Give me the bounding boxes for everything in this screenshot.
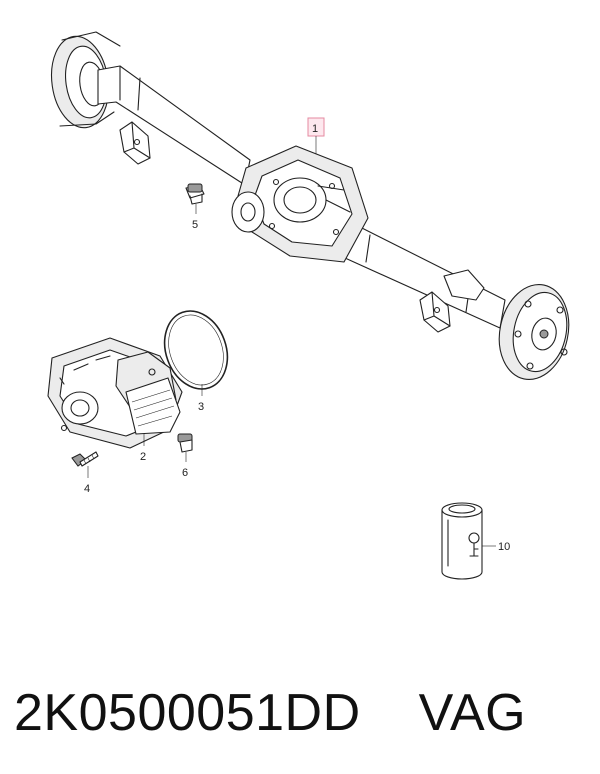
- callout-2[interactable]: 2: [140, 451, 146, 463]
- fill-plug: 6: [177, 433, 193, 479]
- drain-plug: 5: [185, 183, 205, 231]
- left-axle-tube: [97, 65, 251, 186]
- part-number: 2K0500051DD: [14, 684, 361, 742]
- callout-4[interactable]: 4: [84, 483, 90, 495]
- bolt: 4: [71, 451, 99, 495]
- exploded-parts-diagram: 1 5 3: [47, 31, 570, 580]
- oil-bottle: 10: [441, 502, 510, 580]
- callout-3[interactable]: 3: [198, 401, 204, 413]
- callout-5[interactable]: 5: [192, 219, 198, 231]
- callout-10[interactable]: 10: [498, 541, 510, 553]
- o-ring: 3: [163, 310, 229, 413]
- differential-housing: [231, 145, 369, 263]
- rear-axle-assembly: 1: [50, 31, 570, 381]
- part-number-caption: 2K0500051DD VAG: [14, 678, 594, 748]
- callout-1[interactable]: 1: [312, 123, 318, 135]
- right-hub-flange: [498, 283, 570, 381]
- callout-6[interactable]: 6: [182, 467, 188, 479]
- brand-name: VAG: [418, 684, 527, 742]
- transfer-case-unit: 2: [47, 337, 183, 463]
